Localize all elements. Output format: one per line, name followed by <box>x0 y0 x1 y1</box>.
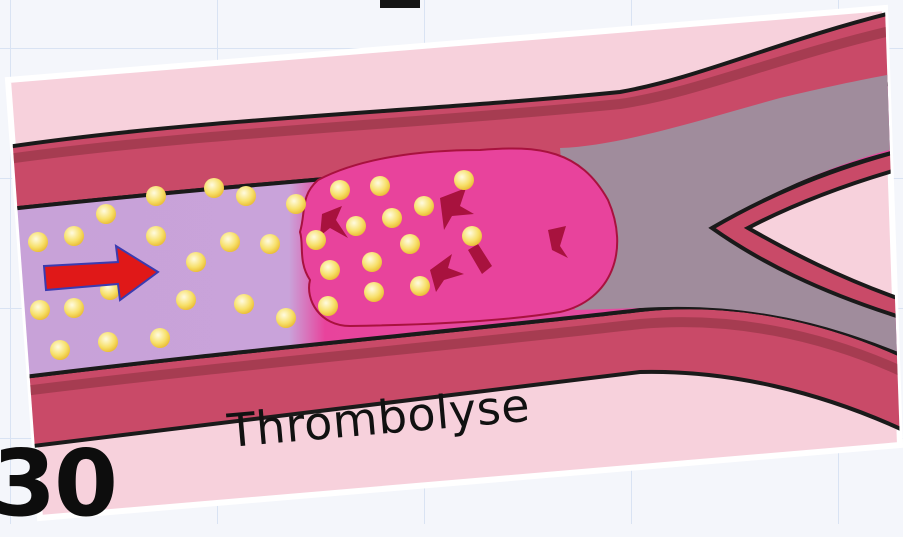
page-number-fragment: 30 <box>0 438 116 530</box>
thrombolysis-illustration <box>0 0 903 524</box>
